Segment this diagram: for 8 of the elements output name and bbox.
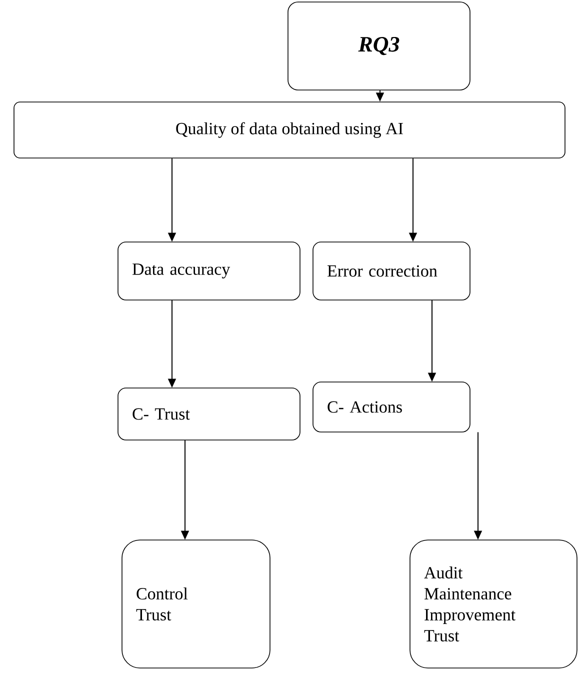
process-box: C- Actions (312, 382, 470, 432)
process-box: Control Trust (122, 540, 270, 668)
heading-box: RQ3 (288, 2, 470, 90)
process-box: Quality of data obtained using AI (14, 102, 566, 158)
process-box: C- Trust (118, 388, 300, 440)
process-box: Error correction (312, 242, 470, 300)
process-box: Data accuracy (118, 242, 300, 300)
process-box: Audit Maintenance Improvement Trust (410, 540, 578, 668)
